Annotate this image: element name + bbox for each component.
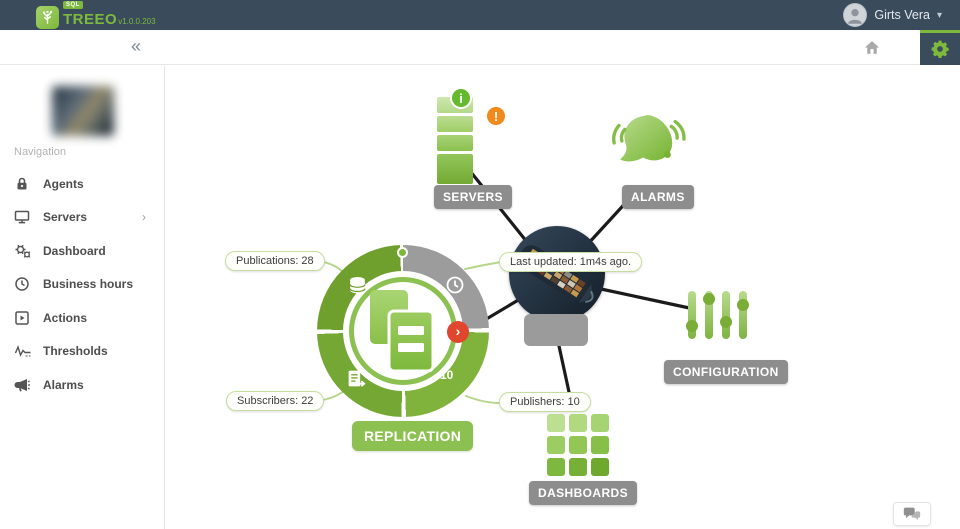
top-bar: SQL TREEOv1.0.0.203 Girts Vera ▾ xyxy=(0,0,960,30)
sidebar-item-label: Thresholds xyxy=(43,344,108,359)
last-updated-pill: Last updated: 1m4s ago. xyxy=(499,252,643,272)
publications-pill: Publications: 28 xyxy=(225,251,325,271)
logo-version: v1.0.0.203 xyxy=(118,17,156,26)
lock-icon xyxy=(14,176,32,192)
user-name: Girts Vera xyxy=(874,8,930,22)
sidebar-item-thresholds[interactable]: Thresholds xyxy=(0,335,164,369)
servers-warning-badge[interactable]: ! xyxy=(485,105,507,127)
home-icon xyxy=(864,41,880,54)
dashboards-grid-icon[interactable] xyxy=(547,414,609,476)
subscribers-pill: Subscribers: 22 xyxy=(226,391,325,411)
clock-icon xyxy=(14,276,32,292)
gear-icon xyxy=(931,40,949,58)
sidebar-item-label: Actions xyxy=(43,310,88,325)
replication-alert-badge[interactable]: › xyxy=(447,321,469,343)
secondary-toolbar: « xyxy=(0,30,960,65)
sidebar-item-agents[interactable]: Agents xyxy=(0,167,164,201)
sidebar-item-servers[interactable]: Servers › xyxy=(0,201,164,235)
hub-gray-node[interactable] xyxy=(524,314,588,346)
servers-node-icon[interactable] xyxy=(437,97,473,187)
servers-node-label[interactable]: SERVERS xyxy=(434,185,512,209)
user-menu[interactable]: Girts Vera ▾ xyxy=(843,0,942,30)
nav-section-label: Navigation xyxy=(14,146,66,158)
alarms-node-label[interactable]: ALARMS xyxy=(622,185,694,209)
logo-name: TREEO xyxy=(63,11,118,28)
alarm-bell-icon[interactable] xyxy=(608,110,692,177)
info-glyph: i xyxy=(459,90,463,106)
sidebar-item-label: Dashboard xyxy=(43,243,106,258)
publishers-count-value: 10 xyxy=(440,368,454,382)
publishers-pill: Publishers: 10 xyxy=(499,392,591,412)
megaphone-icon xyxy=(14,377,32,393)
sidebar-item-label: Agents xyxy=(43,176,84,191)
servers-info-badge[interactable]: i xyxy=(450,87,472,109)
schedule-clock-icon xyxy=(445,275,465,300)
dashboards-node-label[interactable]: DASHBOARDS xyxy=(529,481,638,505)
sidebar-item-business-hours[interactable]: Business hours xyxy=(0,268,164,302)
logo-sql-badge: SQL xyxy=(63,1,83,9)
app-logo: SQL TREEOv1.0.0.203 xyxy=(36,1,156,29)
waveform-icon xyxy=(14,343,32,359)
sidebar-item-label: Alarms xyxy=(43,377,84,392)
donut-top-marker xyxy=(397,247,408,258)
settings-button[interactable] xyxy=(920,30,960,65)
configuration-sliders-icon[interactable] xyxy=(684,288,750,347)
tree-logo-icon xyxy=(36,6,59,29)
sidebar-thumbnail-image xyxy=(52,86,114,136)
avatar xyxy=(843,3,868,27)
sidebar-item-dashboard[interactable]: Dashboard xyxy=(0,234,164,268)
home-button[interactable] xyxy=(862,38,884,58)
sidebar-item-alarms[interactable]: Alarms xyxy=(0,368,164,402)
sidebar-collapse-button[interactable]: « xyxy=(131,36,142,56)
chevron-right-icon: › xyxy=(142,210,146,225)
sidebar-item-actions[interactable]: Actions xyxy=(0,301,164,335)
chat-button[interactable] xyxy=(893,502,931,526)
nav-list: Agents Servers › xyxy=(0,167,164,402)
publications-database-icon xyxy=(347,275,368,301)
play-square-icon xyxy=(14,310,32,326)
sidebar-item-label: Servers xyxy=(43,210,88,225)
monitor-icon xyxy=(14,209,32,225)
warning-glyph: ! xyxy=(493,108,499,124)
replication-documents-icon xyxy=(366,288,442,381)
chevron-down-icon: ▾ xyxy=(936,9,942,21)
configuration-node-label[interactable]: CONFIGURATION xyxy=(664,360,788,384)
subscribers-export-icon xyxy=(346,369,367,395)
chat-bubbles-icon xyxy=(903,507,921,520)
hub-photo-ship[interactable] xyxy=(509,226,605,322)
replication-node-label[interactable]: REPLICATION xyxy=(352,421,474,451)
sidebar: Navigation Agents xyxy=(0,66,165,529)
sidebar-item-label: Business hours xyxy=(43,277,134,292)
gears-icon xyxy=(14,243,32,259)
